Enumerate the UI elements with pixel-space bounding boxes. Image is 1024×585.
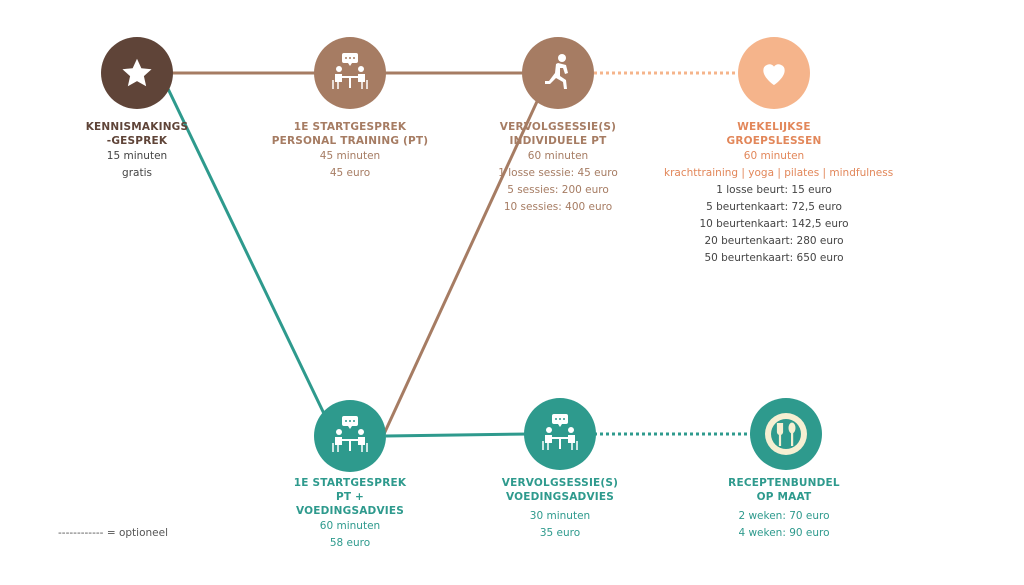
legend: ------------ = optioneel [58, 527, 168, 539]
vervolg-voeding-details: 30 minuten 35 euro [529, 510, 591, 539]
lunge-exercise-icon [545, 54, 568, 89]
receptenbundel-label: RECEPTENBUNDEL OP MAAT 2 weken: 70 euro … [704, 476, 864, 542]
vervolg-voeding-node [524, 398, 596, 470]
legend-text: = optioneel [106, 527, 168, 539]
groepslessen-node [738, 37, 810, 109]
conversation-icon [542, 414, 578, 450]
vervolg-pt-details: 60 minuten 1 losse sessie: 45 euro 5 ses… [498, 150, 618, 213]
startgesprek-pt-node [314, 37, 386, 109]
groepslessen-prices: 1 losse beurt: 15 euro 5 beurtenkaart: 7… [699, 184, 849, 264]
receptenbundel-node [750, 398, 822, 470]
kennismaking-label: KENNISMAKINGS -GESPREK 15 minuten gratis [57, 120, 217, 182]
vervolg-pt-title: VERVOLGSESSIE(S) INDIVIDUELE PT [499, 121, 617, 147]
kennismaking-node [101, 37, 173, 109]
startgesprek-voeding-label: 1E STARTGESPREK PT + VOEDINGSADVIES 60 m… [270, 476, 430, 552]
groepslessen-subtitle: 60 minuten krachttraining | yoga | pilat… [664, 150, 894, 179]
connector-vervolg-pt-startgesprek-voeding [382, 94, 542, 435]
startgesprek-pt-title: 1E STARTGESPREK PERSONAL TRAINING (PT) [271, 121, 429, 147]
conversation-icon [332, 53, 368, 89]
receptenbundel-title: RECEPTENBUNDEL OP MAAT [728, 477, 840, 503]
startgesprek-voeding-details: 60 minuten 58 euro [319, 520, 381, 549]
startgesprek-voeding-node [314, 400, 386, 472]
receptenbundel-details: 2 weken: 70 euro 4 weken: 90 euro [738, 510, 830, 539]
groepslessen-title: WEKELIJKSE GROEPSLESSEN [726, 121, 822, 147]
conversation-icon [332, 416, 368, 452]
legend-dashes: ------------ [58, 527, 104, 539]
connector-startgesprek-voeding-vervolg-voeding [385, 432, 531, 438]
heart-icon [763, 64, 785, 85]
vervolg-pt-label: VERVOLGSESSIE(S) INDIVIDUELE PT 60 minut… [478, 120, 638, 216]
kennismaking-title: KENNISMAKINGS -GESPREK [85, 121, 189, 147]
startgesprek-pt-label: 1E STARTGESPREK PERSONAL TRAINING (PT) 4… [260, 120, 440, 182]
startgesprek-pt-details: 45 minuten 45 euro [319, 150, 381, 179]
kennismaking-details: 15 minuten gratis [106, 150, 168, 179]
startgesprek-voeding-title: 1E STARTGESPREK PT + VOEDINGSADVIES [293, 477, 407, 517]
vervolg-pt-node [522, 37, 594, 109]
groepslessen-label: WEKELIJKSE GROEPSLESSEN 60 minuten krach… [664, 120, 894, 267]
vervolg-voeding-title: VERVOLGSESSIE(S) VOEDINGSADVIES [501, 477, 619, 503]
plate-cutlery-icon [765, 413, 807, 455]
vervolg-voeding-label: VERVOLGSESSIE(S) VOEDINGSADVIES 30 minut… [480, 476, 640, 542]
star-icon [122, 58, 152, 87]
connector-kennismaking-startgesprek-voeding [158, 71, 330, 423]
